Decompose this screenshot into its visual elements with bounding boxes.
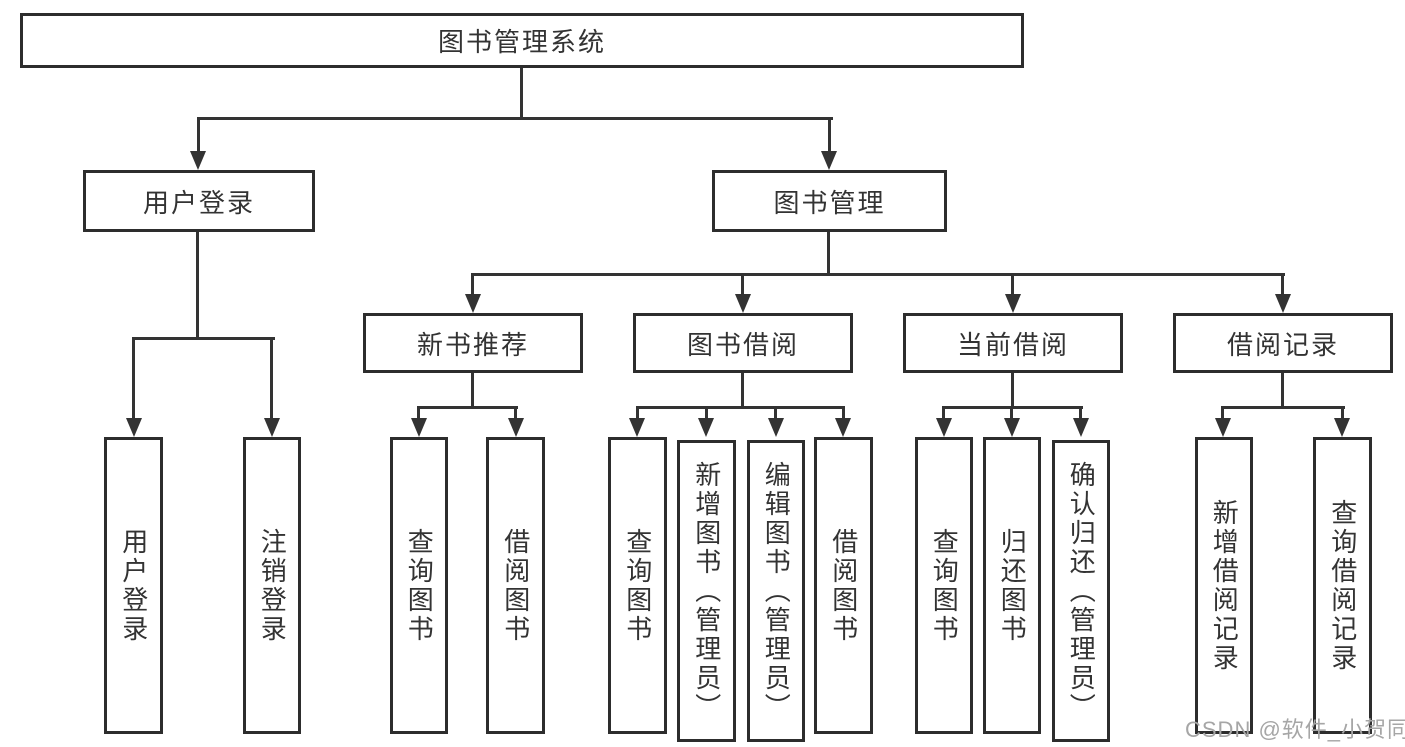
connector-line bbox=[132, 337, 275, 340]
connector-line bbox=[636, 406, 845, 409]
connector-line bbox=[471, 273, 1285, 276]
leaf-borrow-add-books-admin-label: 新增图书（管理员） bbox=[691, 460, 722, 722]
connector-line bbox=[196, 232, 199, 340]
connector-line bbox=[636, 406, 639, 420]
connector-line bbox=[197, 117, 833, 120]
leaf-newbook-query-books: 查询图书 bbox=[390, 437, 448, 734]
arrow-head-icon bbox=[735, 294, 751, 313]
leaf-current-query-books: 查询图书 bbox=[915, 437, 973, 734]
arrow-head-icon bbox=[821, 151, 837, 170]
leaf-current-confirm-return-admin: 确认归还（管理员） bbox=[1052, 440, 1110, 742]
connector-line bbox=[471, 373, 474, 409]
leaf-logout-label: 注销登录 bbox=[257, 527, 288, 644]
leaf-current-confirm-return-admin-label: 确认归还（管理员） bbox=[1066, 460, 1097, 722]
node-book-borrow: 图书借阅 bbox=[633, 313, 853, 373]
leaf-borrow-borrow-books-label: 借阅图书 bbox=[828, 527, 859, 644]
node-current-borrow: 当前借阅 bbox=[903, 313, 1123, 373]
connector-line bbox=[1221, 406, 1345, 409]
leaf-current-return-books-label: 归还图书 bbox=[997, 527, 1028, 644]
connector-line bbox=[520, 68, 523, 117]
arrow-head-icon bbox=[126, 418, 142, 437]
arrow-head-icon bbox=[768, 418, 784, 437]
arrow-head-icon bbox=[1073, 418, 1089, 437]
node-new-book-recommend: 新书推荐 bbox=[363, 313, 583, 373]
node-user-login: 用户登录 bbox=[83, 170, 315, 232]
connector-line bbox=[774, 406, 777, 420]
leaf-user-login-label: 用户登录 bbox=[118, 527, 149, 644]
arrow-head-icon bbox=[1275, 294, 1291, 313]
arrow-head-icon bbox=[698, 418, 714, 437]
connector-line bbox=[417, 406, 518, 409]
connector-line bbox=[1221, 406, 1224, 420]
connector-line bbox=[827, 232, 830, 276]
connector-line bbox=[417, 406, 420, 420]
connector-line bbox=[942, 406, 945, 420]
connector-line bbox=[471, 273, 474, 296]
leaf-record-query-borrow-record: 查询借阅记录 bbox=[1313, 437, 1372, 734]
arrow-head-icon bbox=[835, 418, 851, 437]
connector-line bbox=[828, 117, 831, 154]
arrow-head-icon bbox=[465, 294, 481, 313]
node-book-management: 图书管理 bbox=[712, 170, 947, 232]
connector-line bbox=[132, 337, 135, 418]
leaf-newbook-borrow-books: 借阅图书 bbox=[486, 437, 545, 734]
leaf-logout: 注销登录 bbox=[243, 437, 301, 734]
leaf-record-add-borrow-record: 新增借阅记录 bbox=[1195, 437, 1253, 734]
connector-line bbox=[270, 337, 273, 418]
csdn-watermark: CSDN @软件_小贺同学 bbox=[1185, 717, 1405, 742]
connector-line bbox=[514, 406, 517, 420]
leaf-borrow-borrow-books: 借阅图书 bbox=[814, 437, 873, 734]
connector-line bbox=[1079, 406, 1082, 420]
arrow-head-icon bbox=[629, 418, 645, 437]
arrow-head-icon bbox=[190, 151, 206, 170]
leaf-record-add-borrow-record-label: 新增借阅记录 bbox=[1209, 498, 1240, 673]
connector-line bbox=[741, 373, 744, 409]
connector-line bbox=[197, 117, 200, 154]
leaf-borrow-query-books-label: 查询图书 bbox=[622, 527, 653, 644]
connector-line bbox=[1011, 373, 1014, 409]
arrow-head-icon bbox=[1005, 294, 1021, 313]
connector-line bbox=[1010, 406, 1013, 420]
arrow-head-icon bbox=[936, 418, 952, 437]
arrow-head-icon bbox=[411, 418, 427, 437]
arrow-head-icon bbox=[1215, 418, 1231, 437]
leaf-borrow-query-books: 查询图书 bbox=[608, 437, 667, 734]
leaf-borrow-edit-books-admin-label: 编辑图书（管理员） bbox=[761, 460, 792, 722]
leaf-user-login: 用户登录 bbox=[104, 437, 163, 734]
leaf-borrow-edit-books-admin: 编辑图书（管理员） bbox=[747, 440, 805, 742]
arrow-head-icon bbox=[508, 418, 524, 437]
arrow-head-icon bbox=[264, 418, 280, 437]
leaf-record-query-borrow-record-label: 查询借阅记录 bbox=[1327, 498, 1358, 673]
connector-line bbox=[1281, 273, 1284, 296]
connector-line bbox=[1011, 273, 1014, 296]
connector-line bbox=[1281, 373, 1284, 409]
node-root-library-system: 图书管理系统 bbox=[20, 13, 1024, 68]
connector-line bbox=[1341, 406, 1344, 420]
leaf-current-return-books: 归还图书 bbox=[983, 437, 1041, 734]
node-borrow-records: 借阅记录 bbox=[1173, 313, 1393, 373]
connector-line bbox=[741, 273, 744, 296]
arrow-head-icon bbox=[1334, 418, 1350, 437]
connector-line bbox=[705, 406, 708, 420]
connector-line bbox=[842, 406, 845, 420]
leaf-current-query-books-label: 查询图书 bbox=[929, 527, 960, 644]
leaf-newbook-borrow-books-label: 借阅图书 bbox=[500, 527, 531, 644]
leaf-newbook-query-books-label: 查询图书 bbox=[404, 527, 435, 644]
leaf-borrow-add-books-admin: 新增图书（管理员） bbox=[677, 440, 736, 742]
arrow-head-icon bbox=[1004, 418, 1020, 437]
